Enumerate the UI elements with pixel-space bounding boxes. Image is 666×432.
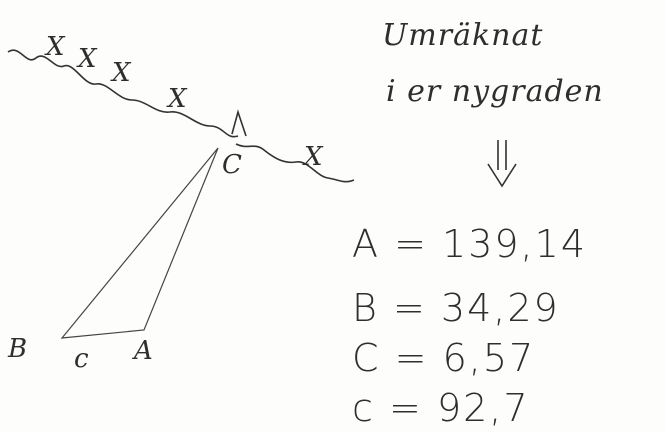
result-equals: = [394, 336, 429, 380]
hatch-mark: X [78, 44, 97, 74]
result-row: B = 34,29 [352, 286, 560, 330]
result-value: 92,7 [436, 386, 530, 430]
wavy-line-left [7, 49, 239, 138]
result-value: 139,14 [442, 222, 587, 266]
result-row: C = 6,57 [352, 336, 535, 380]
triangle-outline [60, 147, 219, 339]
hatch-mark: X [168, 84, 187, 114]
vertex-label-top: C [222, 150, 242, 180]
wavy-line-right [235, 143, 355, 183]
result-value: 6,57 [442, 336, 536, 380]
result-equals: = [389, 386, 423, 430]
result-name: c [352, 386, 375, 430]
result-row: c = 92,7 [352, 386, 530, 430]
hatch-mark: X [304, 142, 323, 172]
down-arrow-icon [487, 140, 517, 188]
note-line-2: i er nygraden [386, 74, 604, 109]
note-line-1: Umräknat [382, 18, 544, 53]
result-equals: = [392, 286, 427, 330]
result-row: A = 139,14 [352, 222, 587, 266]
result-name: A [352, 222, 380, 266]
hatch-mark: X [46, 32, 65, 62]
apex-caret [231, 109, 247, 137]
side-label: c [74, 344, 89, 374]
result-value: 34,29 [440, 286, 560, 330]
result-name: B [352, 286, 379, 330]
result-name: C [352, 336, 381, 380]
result-equals: = [394, 222, 428, 266]
vertex-label-right: A [134, 336, 153, 366]
vertex-label-left: B [8, 334, 28, 364]
hatch-mark: X [112, 58, 131, 88]
